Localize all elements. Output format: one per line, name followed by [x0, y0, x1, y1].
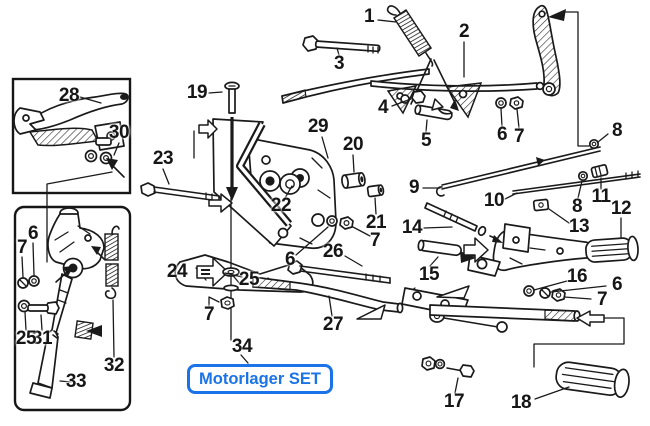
- hand-lever-assembly: [13, 92, 129, 263]
- inset-boxes: [11, 77, 132, 412]
- motorlager-set-badge[interactable]: Motorlager SET: [187, 364, 333, 394]
- brake-rods: [435, 146, 641, 197]
- kickstand-assembly: [17, 207, 120, 399]
- motorlager-set-label: Motorlager SET: [199, 370, 321, 388]
- pedal-assembly: [417, 198, 639, 302]
- leader-lines: [21, 19, 622, 400]
- footrest-assembly: [252, 260, 630, 399]
- brake-linkage-assembly: [281, 4, 600, 150]
- motor-mount-bracket: [140, 81, 385, 341]
